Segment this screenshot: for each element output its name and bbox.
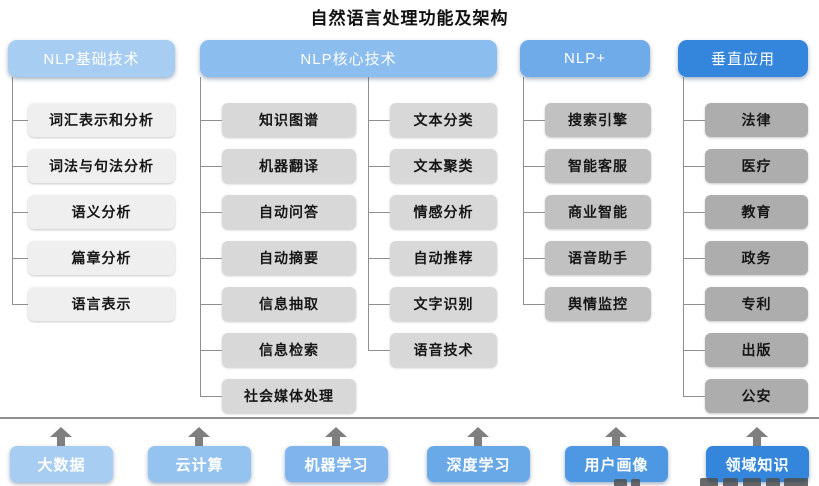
foundation-node: 领域知识 bbox=[706, 446, 809, 482]
diagram-node: 语言表示 bbox=[12, 287, 175, 321]
watermark-fragment bbox=[743, 478, 761, 486]
diagram-node: 词汇表示和分析 bbox=[12, 103, 175, 137]
diagram-node: 自动推荐 bbox=[368, 241, 497, 275]
diagram-node: 自动问答 bbox=[200, 195, 356, 229]
connector-spine bbox=[200, 77, 201, 396]
watermark-fragment bbox=[766, 478, 780, 486]
separator-line bbox=[0, 417, 819, 419]
diagram-node: 法律 bbox=[683, 103, 808, 137]
diagram-node: 机器翻译 bbox=[200, 149, 356, 183]
column-header-nlp-plus: NLP+ bbox=[520, 40, 650, 77]
connector-spine bbox=[12, 77, 13, 304]
node-list: 词汇表示和分析 词法与句法分析 语义分析 篇章分析 语言表示 bbox=[12, 103, 175, 333]
connector-spine bbox=[683, 77, 684, 396]
diagram-node: 公安 bbox=[683, 379, 808, 413]
diagram-node: 语音助手 bbox=[523, 241, 651, 275]
node-list-left: 知识图谱 机器翻译 自动问答 自动摘要 信息抽取 信息检索 社会媒体处理 bbox=[200, 103, 356, 425]
diagram-node: 语音技术 bbox=[368, 333, 497, 367]
diagram-node: 文字识别 bbox=[368, 287, 497, 321]
diagram-node: 医疗 bbox=[683, 149, 808, 183]
foundation-node: 云计算 bbox=[148, 446, 251, 482]
connector-spine bbox=[368, 77, 369, 350]
watermark-fragment bbox=[723, 478, 738, 486]
diagram-node: 搜索引擎 bbox=[523, 103, 651, 137]
diagram-node: 文本分类 bbox=[368, 103, 497, 137]
diagram-node: 专利 bbox=[683, 287, 808, 321]
foundation-node: 机器学习 bbox=[285, 446, 388, 482]
up-arrow-icon bbox=[325, 427, 347, 446]
up-arrow-icon bbox=[746, 427, 768, 446]
diagram-node: 智能客服 bbox=[523, 149, 651, 183]
diagram-node: 篇章分析 bbox=[12, 241, 175, 275]
diagram-node: 语义分析 bbox=[12, 195, 175, 229]
node-list: 法律 医疗 教育 政务 专利 出版 公安 bbox=[683, 103, 808, 425]
foundation-node: 大数据 bbox=[10, 446, 113, 482]
diagram-node: 信息抽取 bbox=[200, 287, 356, 321]
diagram-node: 出版 bbox=[683, 333, 808, 367]
connector-spine bbox=[523, 77, 524, 304]
up-arrow-icon bbox=[467, 427, 489, 446]
watermark-fragment bbox=[784, 478, 808, 486]
column-header-vertical-apps: 垂直应用 bbox=[678, 40, 808, 77]
up-arrow-icon bbox=[605, 427, 627, 446]
foundation-node: 用户画像 bbox=[565, 446, 668, 482]
watermark-fragment bbox=[700, 478, 718, 486]
column-nlp-core: NLP核心技术 知识图谱 机器翻译 自动问答 自动摘要 信息抽取 信息检索 社会… bbox=[200, 40, 497, 413]
watermark-fragment bbox=[631, 479, 640, 486]
diagram-node: 商业智能 bbox=[523, 195, 651, 229]
diagram-node: 自动摘要 bbox=[200, 241, 356, 275]
diagram-node: 教育 bbox=[683, 195, 808, 229]
column-nlp-basics: NLP基础技术 词汇表示和分析 词法与句法分析 语义分析 篇章分析 语言表示 bbox=[8, 40, 175, 333]
diagram-node: 舆情监控 bbox=[523, 287, 651, 321]
diagram-title: 自然语言处理功能及架构 bbox=[310, 9, 509, 28]
diagram-node: 文本聚类 bbox=[368, 149, 497, 183]
up-arrow-icon bbox=[50, 427, 72, 446]
column-header-nlp-core: NLP核心技术 bbox=[200, 40, 497, 77]
column-vertical-apps: 垂直应用 法律 医疗 教育 政务 专利 出版 公安 bbox=[678, 40, 808, 425]
diagram-node: 政务 bbox=[683, 241, 808, 275]
node-list-right: 文本分类 文本聚类 情感分析 自动推荐 文字识别 语音技术 bbox=[368, 103, 497, 379]
foundation-node: 深度学习 bbox=[427, 446, 530, 482]
diagram-node: 社会媒体处理 bbox=[200, 379, 356, 413]
diagram-node: 知识图谱 bbox=[200, 103, 356, 137]
diagram-node: 词法与句法分析 bbox=[12, 149, 175, 183]
node-list: 搜索引擎 智能客服 商业智能 语音助手 舆情监控 bbox=[523, 103, 651, 333]
up-arrow-icon bbox=[188, 427, 210, 446]
column-nlp-plus: NLP+ 搜索引擎 智能客服 商业智能 语音助手 舆情监控 bbox=[520, 40, 651, 333]
diagram-node: 情感分析 bbox=[368, 195, 497, 229]
watermark-fragment bbox=[614, 479, 627, 486]
column-header-nlp-basics: NLP基础技术 bbox=[8, 40, 175, 77]
diagram-node: 信息检索 bbox=[200, 333, 356, 367]
